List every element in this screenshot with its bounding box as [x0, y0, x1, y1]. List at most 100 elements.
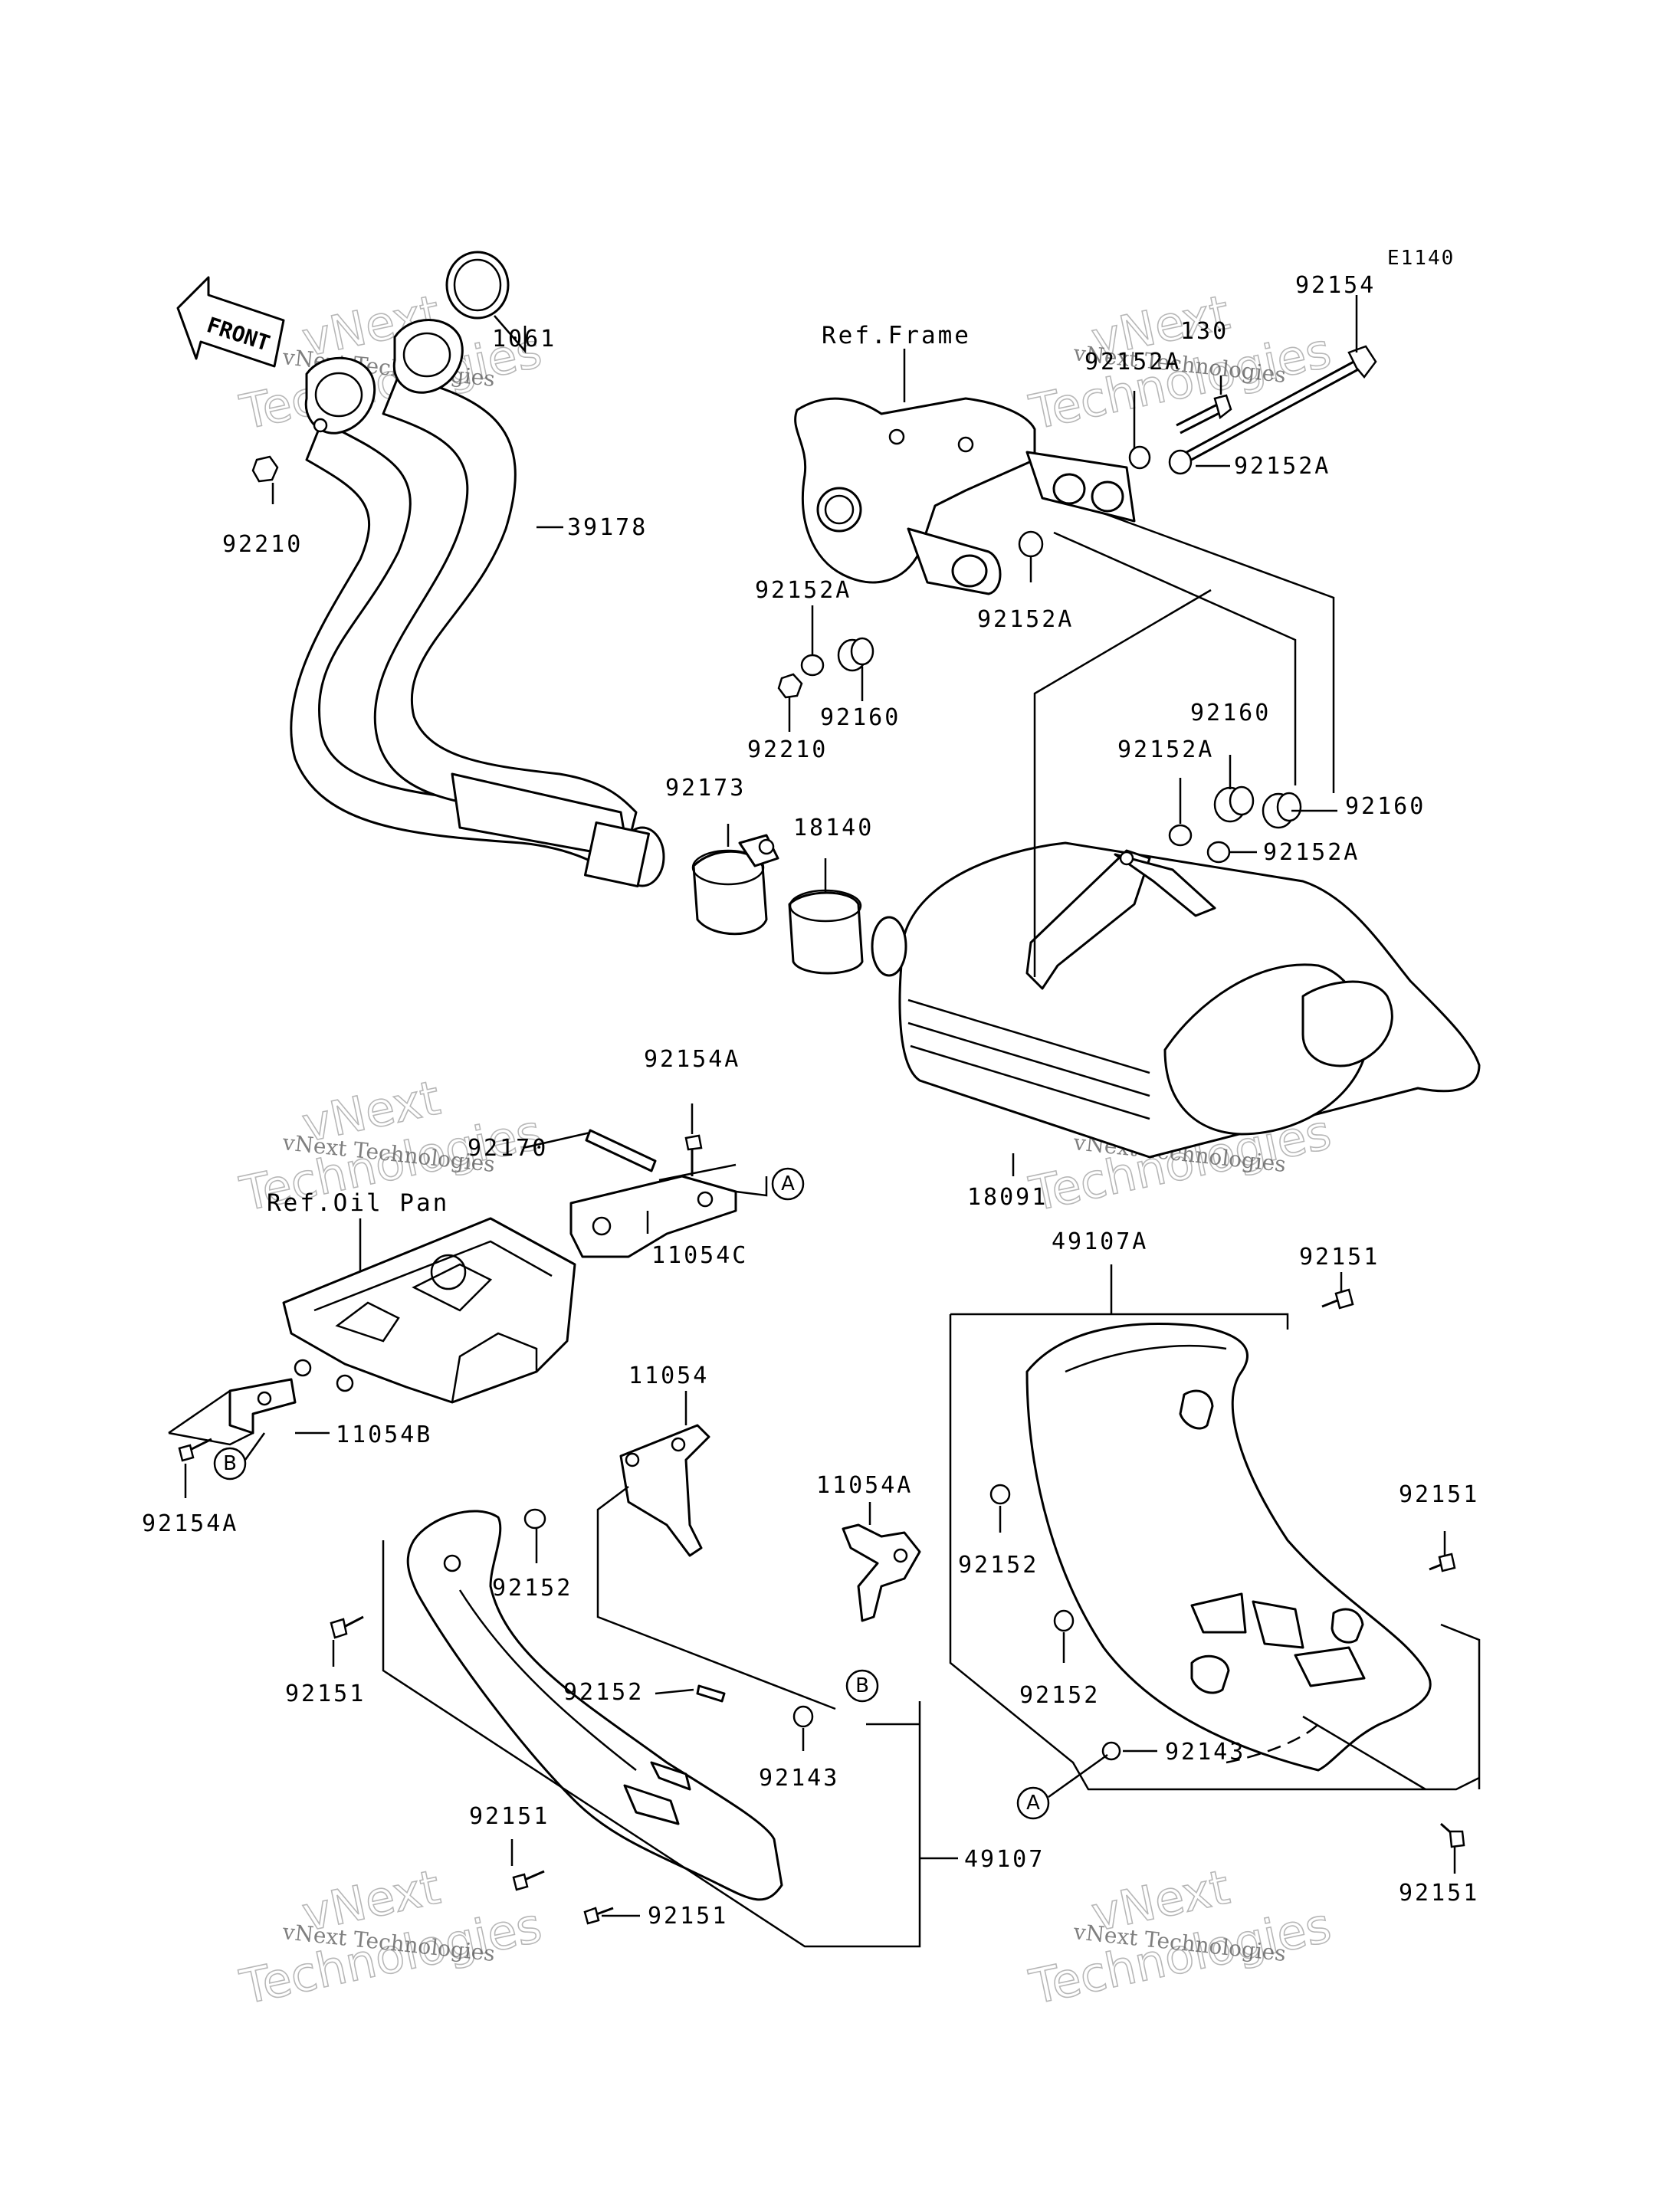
label-92152A-6: 92152A — [1263, 839, 1360, 866]
screw-92151-right — [1429, 1553, 1456, 1572]
header-flange-rear — [392, 319, 464, 394]
ref-oil-pan-label: Ref.Oil Pan — [267, 1189, 449, 1217]
frame-reference-bracket — [794, 397, 1136, 595]
watermark-bottom-right: vNext Technologies vNext Technologies — [1024, 1858, 1336, 2016]
label-49107: 49107 — [964, 1846, 1045, 1873]
washer-92152-right-2 — [1053, 1609, 1075, 1632]
bolt-130 — [1176, 394, 1232, 434]
mount-leader-3 — [1103, 512, 1335, 793]
label-11054C: 11054C — [651, 1242, 748, 1269]
label-92152-right-2: 92152 — [1019, 1682, 1100, 1709]
label-92210-left: 92210 — [222, 531, 303, 558]
mount-leader-1 — [1033, 589, 1212, 977]
collar-92152A-6 — [1206, 841, 1231, 864]
callout-a-top: A — [771, 1167, 805, 1201]
label-92151-top-right: 92151 — [1299, 1244, 1380, 1271]
cover-right-leader-1 — [950, 1313, 1289, 1330]
front-arrow-icon: FRONT — [176, 276, 285, 368]
label-92154: 92154 — [1295, 272, 1376, 299]
ref-frame-label: Ref.Frame — [822, 322, 971, 349]
label-92152-bottom: 92152 — [563, 1679, 644, 1706]
label-92151-bottom-left: 92151 — [469, 1803, 550, 1830]
label-92152A-2: 92152A — [1234, 453, 1331, 480]
label-11054: 11054 — [628, 1362, 709, 1389]
label-1061: 1061 — [492, 326, 556, 353]
heat-cover-49107 — [406, 1510, 783, 1901]
label-leaders — [184, 295, 1456, 1917]
gasket-18140 — [788, 889, 864, 975]
cover-right-leader-2 — [949, 1314, 1480, 1791]
grommet-92160-1 — [837, 637, 874, 672]
washer-92152-right-1 — [989, 1484, 1011, 1505]
bracket-11054 — [619, 1424, 710, 1557]
label-92152A-5: 92152A — [1117, 736, 1214, 763]
svg-text:A: A — [781, 1172, 795, 1195]
label-92170: 92170 — [468, 1135, 548, 1162]
label-92160-1: 92160 — [820, 704, 901, 731]
band-92170 — [585, 1129, 657, 1172]
label-92152A-1: 92152A — [1084, 349, 1181, 375]
label-92152-left: 92152 — [492, 1575, 573, 1602]
label-92143-right: 92143 — [1165, 1739, 1245, 1766]
label-130: 130 — [1180, 318, 1229, 345]
label-92160-3: 92160 — [1345, 793, 1426, 820]
collar-92152A-2 — [1168, 449, 1193, 475]
bolt-92154A-top — [684, 1134, 703, 1176]
mount-leader-2 — [1053, 531, 1297, 785]
oil-pan-leader-4 — [735, 1176, 768, 1197]
callout-b-left-leader — [244, 1432, 266, 1461]
label-92210-mid: 92210 — [747, 736, 828, 763]
cover-right-leader-3 — [1440, 1623, 1481, 1789]
callout-a-bottom-leader — [1048, 1753, 1108, 1799]
label-92173: 92173 — [665, 775, 746, 802]
heat-cover-49107A — [1025, 1323, 1432, 1772]
part-labels: 92154 130 92152A 92152A 1061 92210 39178… — [142, 272, 1479, 1930]
gasket-1061 — [445, 251, 510, 320]
oil-pan-reference — [282, 1217, 576, 1404]
bolt-92154A-bottom — [178, 1438, 212, 1462]
bolt-92154 — [1172, 345, 1377, 469]
watermark-bottom-left: vNext Technologies vNext Technologies — [235, 1858, 546, 2016]
label-92143-left: 92143 — [759, 1765, 839, 1792]
label-11054B: 11054B — [336, 1421, 432, 1448]
svg-text:B: B — [223, 1452, 237, 1475]
collar-92152A-4 — [1018, 530, 1044, 558]
svg-text:A: A — [1026, 1792, 1040, 1815]
grommet-92160-2 — [1213, 785, 1255, 823]
label-18140: 18140 — [793, 815, 874, 841]
clamp-92173 — [691, 834, 779, 936]
oil-pan-leader-2 — [168, 1431, 254, 1446]
header-flange-front — [304, 356, 376, 434]
label-92152-right-1: 92152 — [958, 1552, 1039, 1579]
collar-92152A-3 — [800, 654, 825, 677]
label-11054A: 11054A — [816, 1472, 913, 1499]
muffler-18091 — [871, 841, 1481, 1159]
clip-92152-bottom — [696, 1684, 726, 1703]
label-92160-2: 92160 — [1190, 700, 1271, 726]
grommet-92160-3 — [1262, 792, 1302, 829]
screw-92151-left — [330, 1615, 364, 1639]
label-92152A-3: 92152A — [755, 577, 851, 604]
label-49107A: 49107A — [1052, 1228, 1148, 1255]
washer-92143-left — [792, 1705, 814, 1728]
exhaust-header-pipe-39178 — [290, 374, 665, 888]
oil-pan-leader-3 — [658, 1163, 737, 1182]
callout-a-bottom: A — [1016, 1786, 1050, 1820]
callout-b-right: B — [845, 1669, 879, 1703]
screw-92151-bottom-left — [512, 1870, 545, 1891]
screw-92151-bottom — [583, 1907, 614, 1925]
label-92154A-bottom: 92154A — [142, 1510, 238, 1537]
screw-92151-bottom-right — [1440, 1822, 1465, 1848]
collar-92152A-5 — [1168, 824, 1193, 847]
washer-92152-left — [523, 1508, 546, 1530]
bracket-11054C — [569, 1175, 737, 1258]
callout-b-left: B — [213, 1447, 247, 1481]
nut-92210-mid — [777, 673, 803, 699]
svg-text:B: B — [855, 1674, 869, 1697]
label-92151-right: 92151 — [1399, 1481, 1479, 1508]
nut-92210-left — [251, 455, 279, 483]
label-92151-left: 92151 — [285, 1681, 366, 1707]
cover-right-leader-4 — [1302, 1715, 1426, 1791]
cover-left-leader-2 — [596, 1486, 836, 1710]
